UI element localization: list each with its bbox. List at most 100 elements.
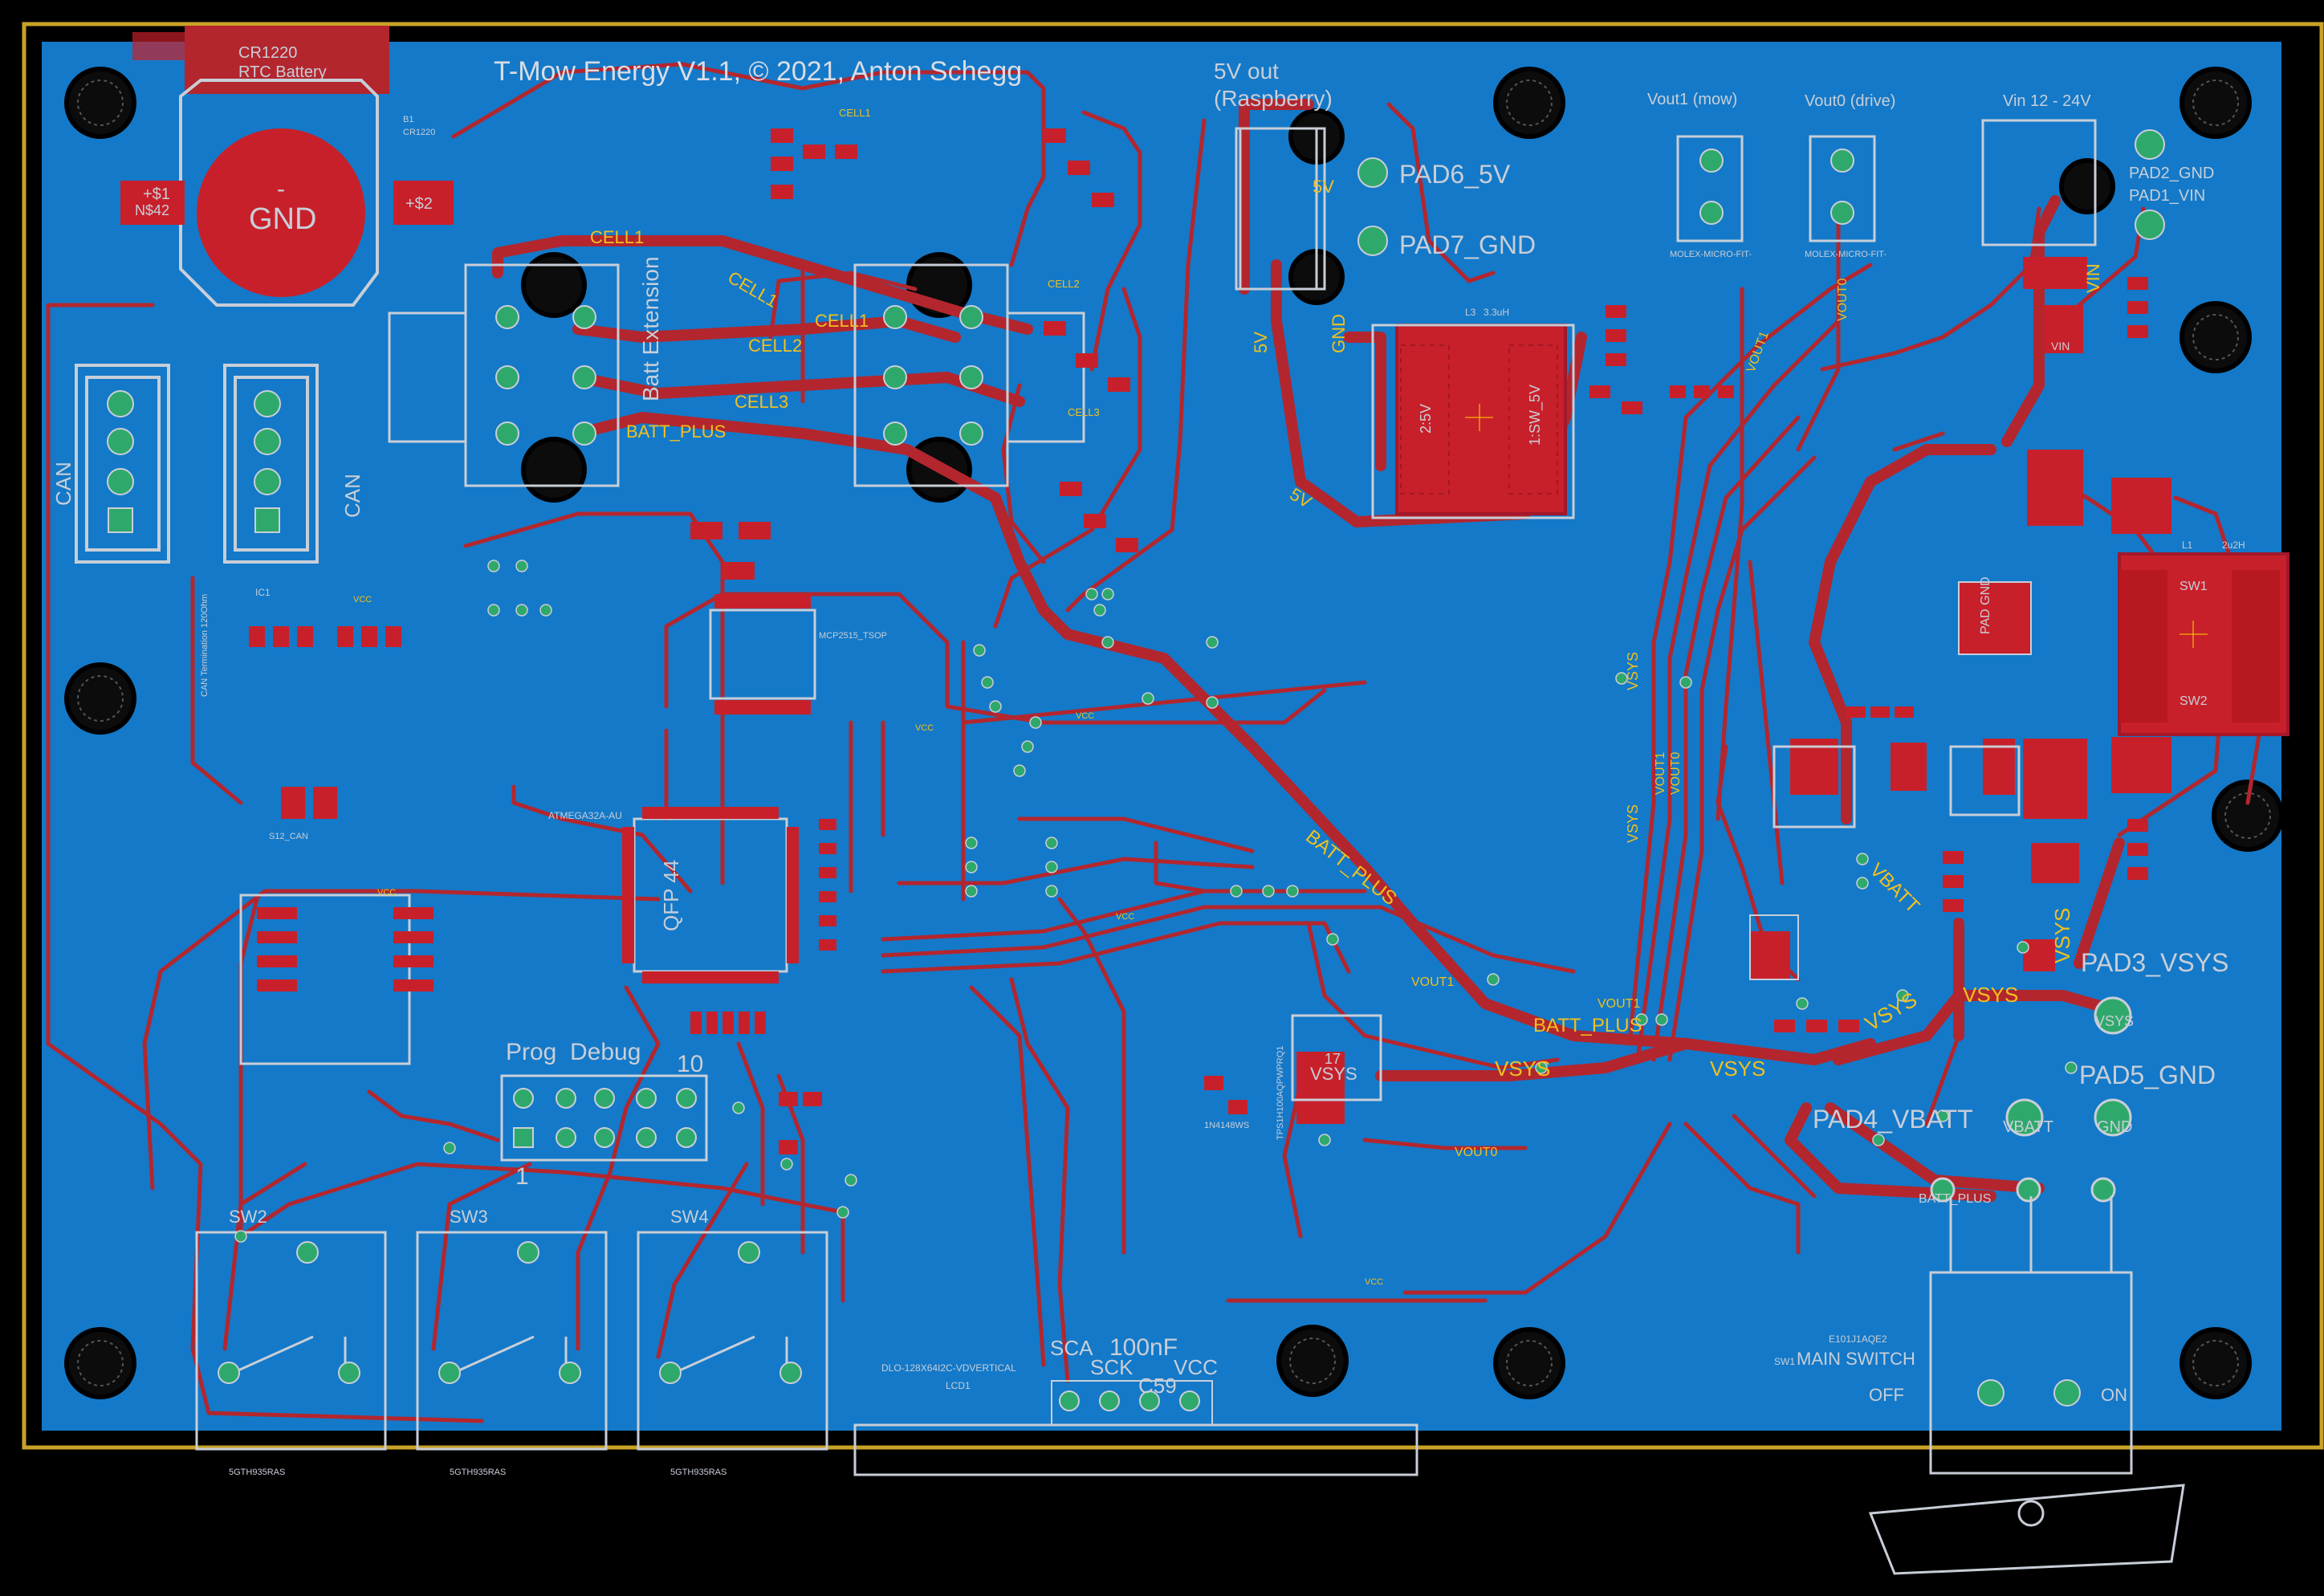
- net-cell3-b: CELL3: [1068, 406, 1100, 418]
- vsys-ic-label: VSYS: [1310, 1064, 1357, 1084]
- pad6-label: PAD6_5V: [1399, 160, 1511, 189]
- vout0-drive-label: Vout0 (drive): [1805, 92, 1895, 110]
- rtc-part-label: CR1220: [238, 44, 297, 62]
- pad7-label: PAD7_GND: [1399, 230, 1536, 259]
- s12-can-label: S12_CAN: [269, 832, 308, 841]
- net-vsys-d: VSYS: [1963, 983, 2018, 1007]
- sw2-label: SW2: [229, 1207, 267, 1227]
- smd-components: [249, 128, 2148, 1154]
- d4-part-label: 1N4148WS: [1204, 1121, 1249, 1130]
- power-connectors: [1235, 119, 2097, 291]
- sw3-label: SW3: [450, 1207, 488, 1227]
- net-gnd-a: GND: [1329, 314, 1349, 353]
- large-pads: [132, 32, 2289, 1124]
- vbatt-pad-label: VBATT: [2003, 1118, 2053, 1136]
- net-vsys-b: VSYS: [1710, 1057, 1765, 1081]
- sw4-part-label: 5GTH935RAS: [670, 1468, 727, 1477]
- can-pins: [107, 390, 281, 533]
- rtc-name-label: RTC Battery: [238, 63, 327, 81]
- pad-gnd-label: PAD GND: [1979, 576, 1992, 634]
- copper-pour: [42, 42, 2281, 1431]
- batt-extension-pins: [495, 305, 983, 446]
- batt-extension-label: Batt Extension: [638, 256, 663, 401]
- lcd-ref-label: LCD1: [946, 1380, 971, 1391]
- net-vcc-e: VCC: [1116, 912, 1134, 922]
- net-vcc-d: VCC: [377, 888, 396, 898]
- net-vout1-b: VOUT1: [1597, 997, 1640, 1011]
- vias: [234, 560, 2078, 1243]
- out-5v-label: 5V out: [1214, 59, 1279, 83]
- out-5v-sub-label: (Raspberry): [1214, 86, 1333, 111]
- net-vcc-a: VCC: [353, 595, 372, 605]
- net-vcc-b: VCC: [915, 723, 934, 733]
- can-label-1: CAN: [51, 462, 75, 506]
- pad1-label: PAD1_VIN: [2129, 187, 2205, 205]
- mcp-label: MCP2515_TSOP: [819, 631, 887, 641]
- cap-100nf-label: 100nF: [1109, 1334, 1178, 1361]
- l1-sw1-pad-label: SW1: [2180, 580, 2208, 593]
- ic-footprints: [239, 127, 2032, 1101]
- sw-5v-pad-label: 2:5V: [1418, 404, 1434, 434]
- mcu-label: ATMEGA32A-AU: [548, 810, 622, 821]
- net-vin: VIN: [2083, 263, 2103, 293]
- main-switch-label: MAIN SWITCH: [1797, 1349, 1915, 1369]
- net-5v-b: 5V: [1251, 332, 1271, 353]
- l1-ref: L1: [2182, 539, 2193, 551]
- sw-5v-b-pad-label: 1:SW_5V: [1527, 385, 1544, 446]
- switch-on-label: ON: [2101, 1385, 2127, 1405]
- can-term-label: CAN Termination 120Ohm: [200, 594, 210, 697]
- vout1-mow-label: Vout1 (mow): [1647, 91, 1737, 108]
- header-pin-10-label: 10: [677, 1051, 703, 1077]
- net-vsys-a: VSYS: [1495, 1057, 1550, 1081]
- b1-value: CR1220: [403, 128, 435, 137]
- lcd-part-label: DLO-128X64I2C-VDVERTICAL: [881, 1362, 1016, 1374]
- vsys-pad-label: VSYS: [2095, 1013, 2134, 1029]
- net-batt-plus-c: BATT_PLUS: [1533, 1015, 1642, 1036]
- power-pads: [1930, 996, 2132, 1203]
- gnd-minus-label: -: [277, 176, 285, 202]
- lcd-header: [853, 1380, 1418, 1476]
- net-batt-plus-a: BATT_PLUS: [626, 421, 726, 442]
- b1-ref: B1: [403, 115, 413, 124]
- sw3-part-label: 5GTH935RAS: [450, 1468, 506, 1477]
- pad2-label: PAD2_GND: [2129, 165, 2214, 182]
- pad3-label: PAD3_VSYS: [2081, 948, 2228, 977]
- board-outline: [22, 22, 2324, 1450]
- gnd-pad-label: GND: [249, 202, 316, 236]
- net-vout0-c: VOUT0: [1836, 279, 1850, 321]
- vcc-lcd-label: VCC: [1174, 1355, 1218, 1379]
- sw2-part-label: 5GTH935RAS: [229, 1468, 285, 1477]
- board-title: T-Mow Energy V1.1, © 2021, Anton Schegg: [494, 56, 1022, 87]
- pad-plus2-label: +$2: [405, 195, 433, 213]
- rtc-battery-holder: [120, 26, 454, 307]
- net-cell1-b: CELL1: [590, 227, 644, 247]
- net-vout0-a: VOUT0: [1455, 1146, 1497, 1159]
- net-vsys-e: VSYS: [2050, 908, 2074, 963]
- qfp44-label: QFP 44: [659, 860, 683, 931]
- gnd-pad2-label: GND: [2097, 1118, 2132, 1136]
- header-pin-1-label: 1: [515, 1163, 529, 1190]
- net-vout1-a: VOUT1: [1411, 975, 1454, 989]
- vin-pad-label: VIN: [2051, 340, 2070, 352]
- power-connector-pins: [1357, 129, 2165, 256]
- l3-ref: L3: [1465, 307, 1476, 318]
- net-vsys-f: VSYS: [1625, 652, 1641, 690]
- net-vout1-c: VOUT1: [1654, 752, 1667, 795]
- c59-label: C59: [1138, 1374, 1177, 1398]
- main-switch-pins: [1977, 1379, 2081, 1407]
- tps-part-label: TPS1H100AQPWPRQ1: [1276, 1046, 1285, 1140]
- sw1-ref: SW1: [1774, 1356, 1795, 1367]
- molex-1-label: MOLEX-MICRO-FIT-: [1670, 250, 1752, 259]
- net-vcc-c: VCC: [1076, 711, 1094, 721]
- net-vout0-b: VOUT0: [1669, 752, 1683, 795]
- net-vsys-g: VSYS: [1625, 804, 1641, 843]
- pad-n42-label: N$42: [135, 202, 169, 218]
- sca-label: SCA: [1050, 1336, 1093, 1360]
- debug-label: Debug: [570, 1039, 641, 1065]
- sck-label: SCK: [1090, 1355, 1134, 1379]
- main-switch-footprint: [1868, 1196, 2185, 1575]
- net-cell2-b: CELL2: [1048, 278, 1080, 290]
- silkscreen-text: T-Mow Energy V1.1, © 2021, Anton Schegg …: [51, 44, 2245, 1477]
- switch-off-label: OFF: [1869, 1385, 1904, 1405]
